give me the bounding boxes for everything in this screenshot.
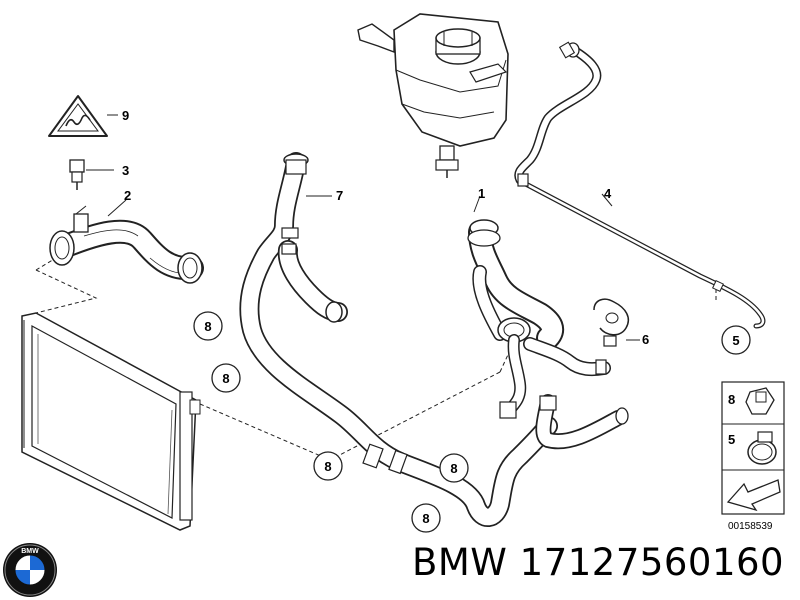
hose-part-7 <box>239 152 558 527</box>
warning-triangle-icon <box>48 95 118 137</box>
callout-2: 2 <box>124 188 131 203</box>
part-number-caption: BMW 17127560160 <box>412 541 785 584</box>
svg-text:8: 8 <box>204 319 211 334</box>
svg-text:5: 5 <box>732 333 739 348</box>
clamp-part-6 <box>593 298 640 347</box>
hose-part-1 <box>467 195 611 419</box>
circled-callout-5: 5 <box>721 325 751 355</box>
legend-label-8: 8 <box>728 392 735 407</box>
radiator <box>21 312 201 531</box>
callout-6: 6 <box>642 332 649 347</box>
circled-callout-8b: 8 <box>211 363 241 393</box>
vent-hose-part-4 <box>514 41 766 329</box>
temperature-sensor <box>69 159 114 190</box>
hose-part-2 <box>49 199 204 284</box>
circled-callout-8a: 8 <box>193 311 223 341</box>
bmw-logo-icon: BMW <box>3 543 57 597</box>
callout-4: 4 <box>604 186 612 201</box>
svg-text:8: 8 <box>450 461 457 476</box>
svg-text:8: 8 <box>422 511 429 526</box>
circled-callout-8e: 8 <box>411 503 441 533</box>
logo-lettering: BMW <box>21 548 39 555</box>
circled-callouts: 8 8 8 8 8 5 <box>193 311 751 533</box>
legend-label-5: 5 <box>728 432 735 447</box>
diagram-reference-number: 00158539 <box>728 521 773 532</box>
clamp-icon <box>745 387 775 415</box>
callout-9: 9 <box>122 108 129 123</box>
callout-labels: 9 3 2 7 1 4 6 <box>122 108 649 347</box>
circled-callout-8d: 8 <box>439 453 469 483</box>
callout-1: 1 <box>478 186 485 201</box>
hose-branch-lower <box>535 394 629 450</box>
expansion-tank <box>357 13 509 178</box>
callout-3: 3 <box>122 163 129 178</box>
circled-callout-8c: 8 <box>313 451 343 481</box>
callout-7: 7 <box>336 188 343 203</box>
arrow-icon <box>726 479 781 512</box>
hose-clip-icon <box>747 431 777 465</box>
legend-box: 8 5 00158539 <box>721 381 785 532</box>
svg-text:8: 8 <box>222 371 229 386</box>
svg-text:8: 8 <box>324 459 331 474</box>
